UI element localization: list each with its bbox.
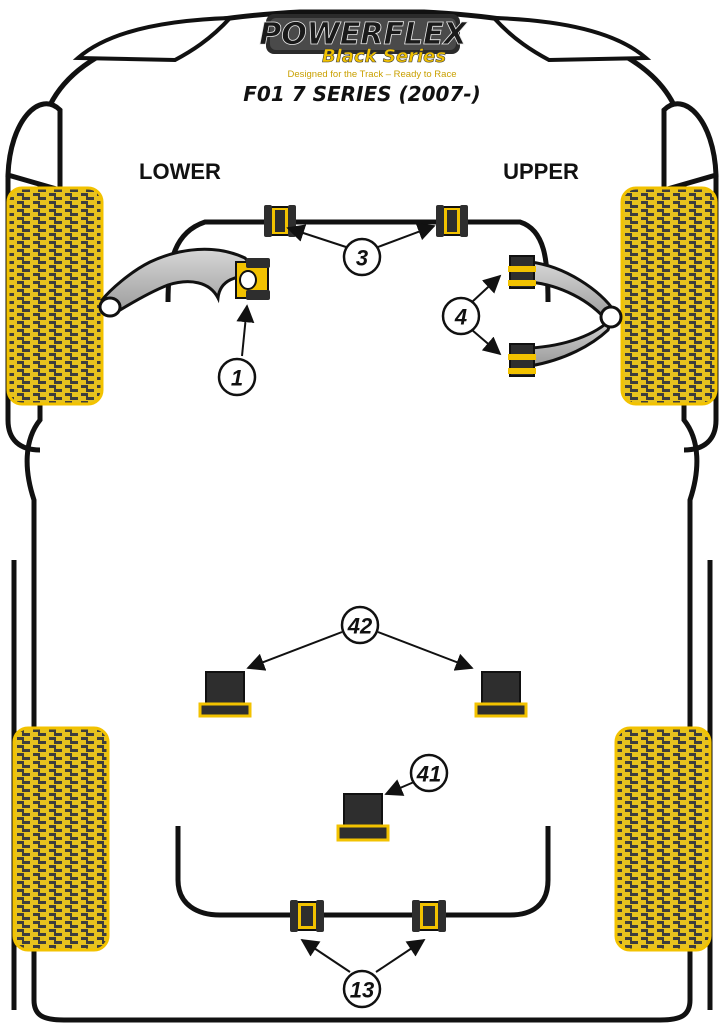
- upper-wishbone: [528, 260, 623, 368]
- rear-diff-bush-right: [474, 671, 528, 718]
- callout-41: 41: [409, 753, 449, 793]
- callout-4-number: 4: [454, 305, 467, 330]
- callout-42-number: 42: [347, 614, 373, 639]
- callout-41-number: 41: [416, 762, 441, 787]
- page-title: F01 7 SERIES (2007-): [243, 82, 481, 106]
- car-body-outline: [5, 9, 719, 1023]
- rear-diff-bush-left: [198, 671, 252, 718]
- callout-13: 13: [342, 969, 382, 1009]
- rear-right-tyre: [614, 726, 712, 952]
- label-lower: LOWER: [139, 159, 221, 184]
- rear-diff-front-bush: [336, 793, 390, 842]
- front-right-tyre: [620, 186, 718, 406]
- callout-arrows: [236, 223, 502, 973]
- lower-arm-bush: [235, 258, 270, 300]
- powerflex-logo: POWERFLEX Black Series Designed for the …: [259, 14, 469, 80]
- callout-3: 3: [342, 237, 382, 277]
- logo-series-text: Black Series: [322, 46, 446, 67]
- front-arb-bush-left: [264, 205, 296, 237]
- callout-1-number: 1: [231, 366, 243, 391]
- logo-brand-text: POWERFLEX: [259, 17, 468, 52]
- rear-arb-bush-left: [290, 900, 324, 932]
- callout-3-number: 3: [356, 246, 368, 271]
- front-left-tyre: [6, 186, 104, 406]
- callout-42: 42: [340, 605, 380, 645]
- callout-13-number: 13: [350, 978, 374, 1003]
- upper-arm-bush-rear: [508, 343, 536, 377]
- front-arb-bush-right: [436, 205, 468, 237]
- rear-arb-bush-right: [412, 900, 446, 932]
- callout-4: 4: [441, 296, 481, 336]
- rear-left-tyre: [12, 726, 110, 952]
- label-upper: UPPER: [503, 159, 579, 184]
- callout-1: 1: [217, 357, 257, 397]
- rear-anti-roll-bar: [175, 826, 551, 918]
- logo-tagline: Designed for the Track – Ready to Race: [288, 69, 457, 80]
- upper-arm-bush-front: [508, 255, 536, 289]
